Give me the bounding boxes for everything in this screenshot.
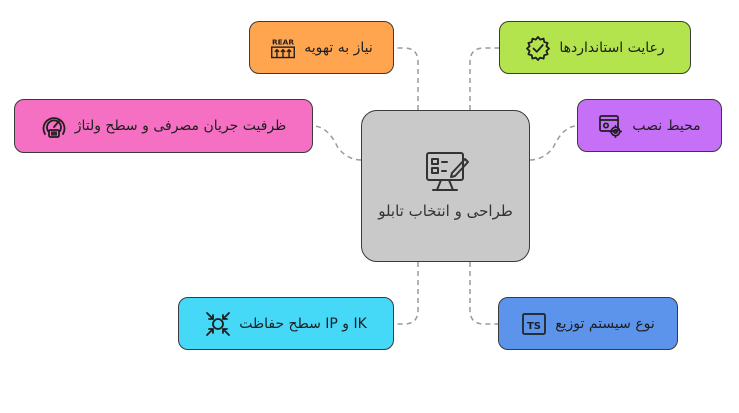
rear-ventilation-icon-text: REAR: [272, 37, 294, 46]
node-standards-label: رعایت استانداردها: [559, 39, 665, 56]
node-install: محیط نصب: [577, 99, 722, 152]
node-ikip: IK و IP سطح حفاظت: [178, 297, 394, 350]
node-dist: نوع سیستم توزیع TS: [498, 297, 678, 350]
ts-box-icon: TS: [521, 311, 547, 337]
connector-standards: [469, 47, 499, 110]
center-title: طراحی و انتخاب تابلو: [378, 202, 513, 220]
node-install-label: محیط نصب: [632, 117, 701, 134]
connector-ikip: [394, 262, 419, 325]
center-node: طراحی و انتخاب تابلو: [361, 110, 530, 262]
ts-box-icon-text: TS: [527, 321, 541, 332]
connector-dist: [469, 262, 498, 325]
node-capacity-label: ظرفیت جریان مصرفی و سطح ولتاژ: [74, 118, 287, 134]
connector-capacity: [312, 125, 362, 161]
node-prep-label: نیاز به تهویه: [304, 39, 373, 56]
node-standards: رعایت استانداردها: [499, 21, 691, 74]
gauge-icon: [41, 113, 67, 139]
node-prep: نیاز به تهویه REAR: [249, 21, 394, 74]
protection-target-icon: [205, 311, 231, 337]
node-dist-label: نوع سیستم توزیع: [555, 315, 655, 332]
rear-ventilation-icon: REAR: [270, 35, 296, 61]
panel-design-icon: [421, 150, 471, 194]
node-ikip-label: IK و IP سطح حفاظت: [239, 315, 367, 332]
connector-install: [529, 125, 578, 161]
settings-window-icon: [598, 113, 624, 139]
node-capacity: ظرفیت جریان مصرفی و سطح ولتاژ: [14, 99, 313, 153]
connector-prep: [394, 47, 419, 110]
gear-check-icon: [525, 35, 551, 61]
